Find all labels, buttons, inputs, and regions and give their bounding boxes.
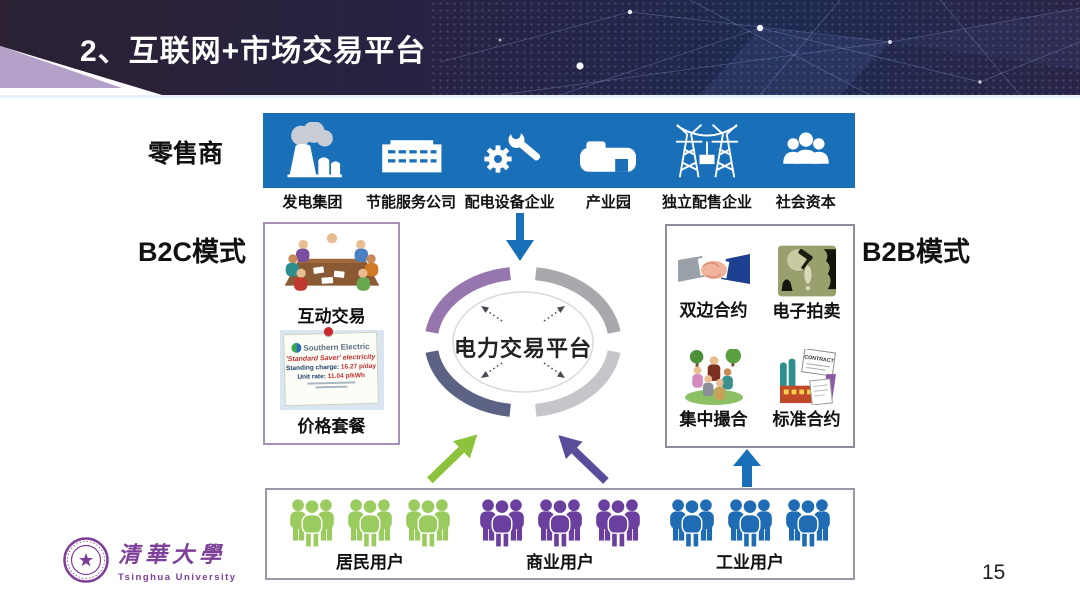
logo-english-text: Tsinghua University	[118, 572, 237, 583]
supplier-logo-icon	[290, 342, 301, 353]
b2b-item-label: 标准合约	[772, 409, 841, 429]
slide-title: 2、互联网+市场交易平台	[80, 35, 427, 68]
gear-wrench-icon	[484, 129, 540, 173]
office-building-icon	[382, 139, 442, 172]
arrow-down-icon	[506, 213, 534, 261]
supply-chain-label: 节能服务公司	[366, 194, 457, 211]
b2c-item-label: 价格套餐	[297, 416, 366, 436]
supply-chain-label: 社会资本	[775, 194, 836, 211]
people-cluster-icon	[595, 498, 641, 548]
slide-header: 2、互联网+市场交易平台	[0, 0, 1080, 100]
people-group-icon	[782, 132, 829, 164]
user-group-commercial: 商业用户	[473, 496, 647, 573]
supply-chain-labels: 发电集团 节能服务公司 配电设备企业 产业园 独立配售企业 社会资本	[263, 191, 855, 212]
logo-chinese-text: 清華大學	[118, 542, 227, 568]
meeting-clipart	[284, 233, 379, 291]
handshake-clipart	[677, 253, 750, 284]
people-cluster-icon	[669, 498, 715, 548]
users-box: 居民用户 商业用户 工业用户	[265, 488, 855, 580]
unit-rate-label: Unit rate:	[296, 372, 326, 381]
contract-paper-text: CONTRACT	[803, 354, 834, 364]
b2b-item-label: 双边合约	[679, 300, 748, 320]
fine-print-line	[314, 385, 347, 389]
arrow-up-right-green-icon	[427, 434, 478, 484]
b2b-item-label: 集中撮合	[679, 409, 748, 429]
fine-print-line	[306, 381, 355, 385]
price-card-plan: 'Standard Saver' electricity	[285, 353, 375, 363]
arrow-up-blue-icon	[733, 449, 761, 487]
header-divider	[0, 95, 1080, 98]
auction-clipart	[777, 245, 836, 296]
standing-charge-value: 16.27 p/day	[340, 362, 376, 371]
b2b-item: 双边合约	[677, 246, 750, 321]
supply-chain-label: 产业园	[585, 194, 631, 211]
price-card-brand: Southern Electric	[302, 341, 370, 352]
supply-chain-label: 发电集团	[282, 194, 343, 211]
user-group-label: 居民用户	[336, 552, 404, 572]
people-cluster-icon	[785, 498, 831, 548]
b2c-item-label: 互动交易	[297, 307, 366, 327]
b2b-mode-label: B2B模式	[862, 237, 971, 267]
people-cluster-icon	[405, 498, 451, 548]
people-cluster-icon	[347, 498, 393, 548]
people-cluster-icon	[727, 498, 773, 548]
crowd-clipart	[684, 348, 743, 405]
people-cluster-icon	[289, 498, 335, 548]
retailer-label: 零售商	[148, 140, 224, 168]
platform-ring	[425, 267, 621, 417]
b2b-item: 集中撮合	[679, 348, 748, 430]
transmission-tower-icon	[676, 123, 738, 177]
arrow-up-left-purple-icon	[558, 435, 609, 484]
people-cluster-icon	[537, 498, 583, 548]
tsinghua-seal-icon	[63, 537, 109, 583]
university-logo: 清華大學 Tsinghua University	[62, 536, 237, 584]
supply-chain-banner	[263, 113, 855, 188]
power-plant-icon	[287, 121, 343, 177]
pin-icon	[323, 326, 333, 336]
user-group-label: 工业用户	[716, 552, 784, 572]
header-dot-texture	[430, 0, 1080, 95]
b2b-item: 电子拍卖	[773, 245, 841, 322]
people-cluster-icon	[479, 498, 525, 548]
contract-clipart: CONTRACT	[779, 348, 836, 405]
supply-chain-label: 配电设备企业	[464, 194, 555, 211]
network-decoration	[440, 0, 1080, 95]
header-background	[0, 0, 1080, 95]
standing-charge-label: Standing charge:	[285, 363, 339, 372]
b2b-item-label: 电子拍卖	[772, 301, 841, 321]
b2b-box: 双边合约 电子拍卖	[665, 224, 855, 448]
b2b-item: CONTRACT 标准合约	[772, 348, 841, 430]
page-number: 15	[982, 561, 1006, 584]
user-group-label: 商业用户	[526, 552, 594, 572]
unit-rate-value: 11.04 p/kWh	[327, 371, 365, 380]
price-card-clipart: Southern Electric 'Standard Saver' elect…	[279, 326, 384, 410]
platform-label: 电力交易平台	[453, 336, 592, 361]
b2c-mode-label: B2C模式	[138, 237, 247, 267]
user-group-industrial: 工业用户	[663, 496, 837, 573]
b2c-box: 互动交易 Southern Electric 'Standard Saver' …	[263, 222, 400, 445]
industrial-park-icon	[580, 140, 637, 172]
supply-chain-label: 独立配售企业	[662, 194, 753, 211]
user-group-residential: 居民用户	[283, 496, 457, 573]
